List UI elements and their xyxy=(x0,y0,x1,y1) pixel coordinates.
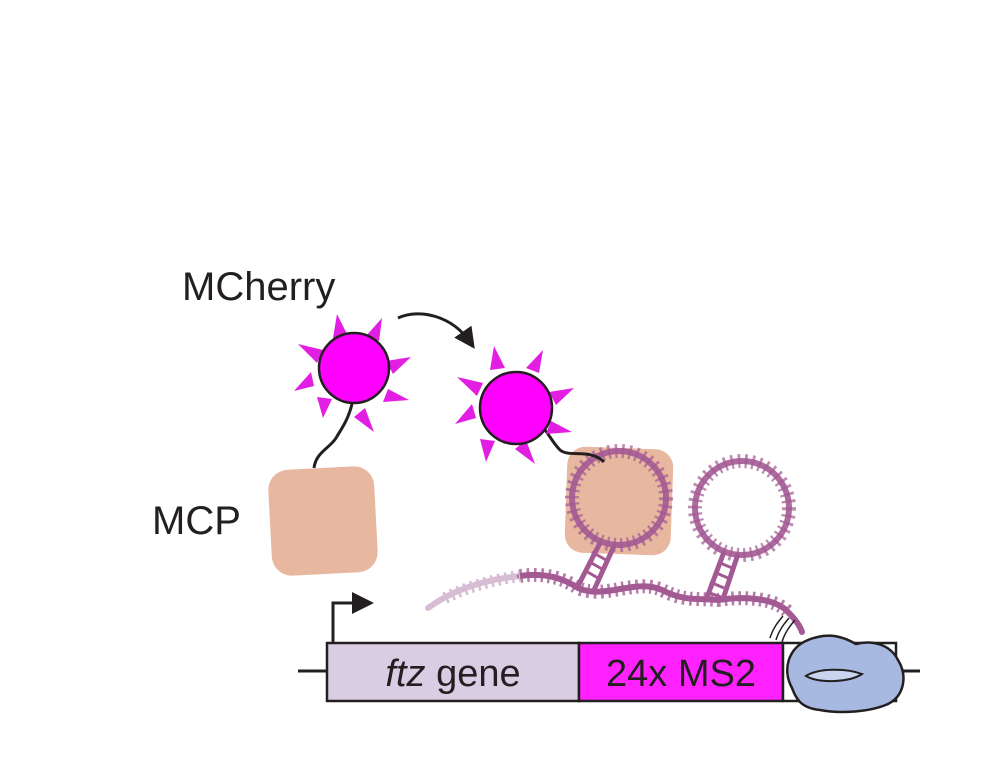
ms2-label: 24x MS2 xyxy=(606,653,756,695)
promoter-arrow xyxy=(331,601,356,643)
ftz-gene-name: ftz xyxy=(385,653,425,695)
ms2-box xyxy=(577,641,785,703)
mcherry-free xyxy=(294,314,411,469)
mcp-free xyxy=(268,466,378,576)
mcherry-body-1 xyxy=(317,331,391,405)
mcp-bound xyxy=(564,446,674,556)
ms2-hairpin-2 xyxy=(688,454,796,603)
mcp-label: MCP xyxy=(152,499,241,543)
rna-transcript xyxy=(425,567,805,635)
ms2-hairpin-1 xyxy=(565,444,673,592)
rna-strand xyxy=(517,571,805,635)
binding-arrow xyxy=(397,312,475,349)
promoter-arrowhead xyxy=(352,592,374,614)
ftz-gene-label: ftz gene xyxy=(385,653,520,695)
mcherry-linker-1 xyxy=(312,403,354,469)
rna-polymerase xyxy=(769,615,905,714)
mcherry-body-2 xyxy=(478,370,554,446)
polymerase-cleft xyxy=(804,668,865,682)
ftz-gene-suffix: gene xyxy=(426,653,521,695)
rna-faded-ticks xyxy=(442,570,521,604)
mcherry-label: MCherry xyxy=(182,265,335,309)
mcherry-bound xyxy=(455,346,606,464)
rna-faded-5prime xyxy=(425,573,523,611)
mcherry-linker-2 xyxy=(538,422,606,464)
